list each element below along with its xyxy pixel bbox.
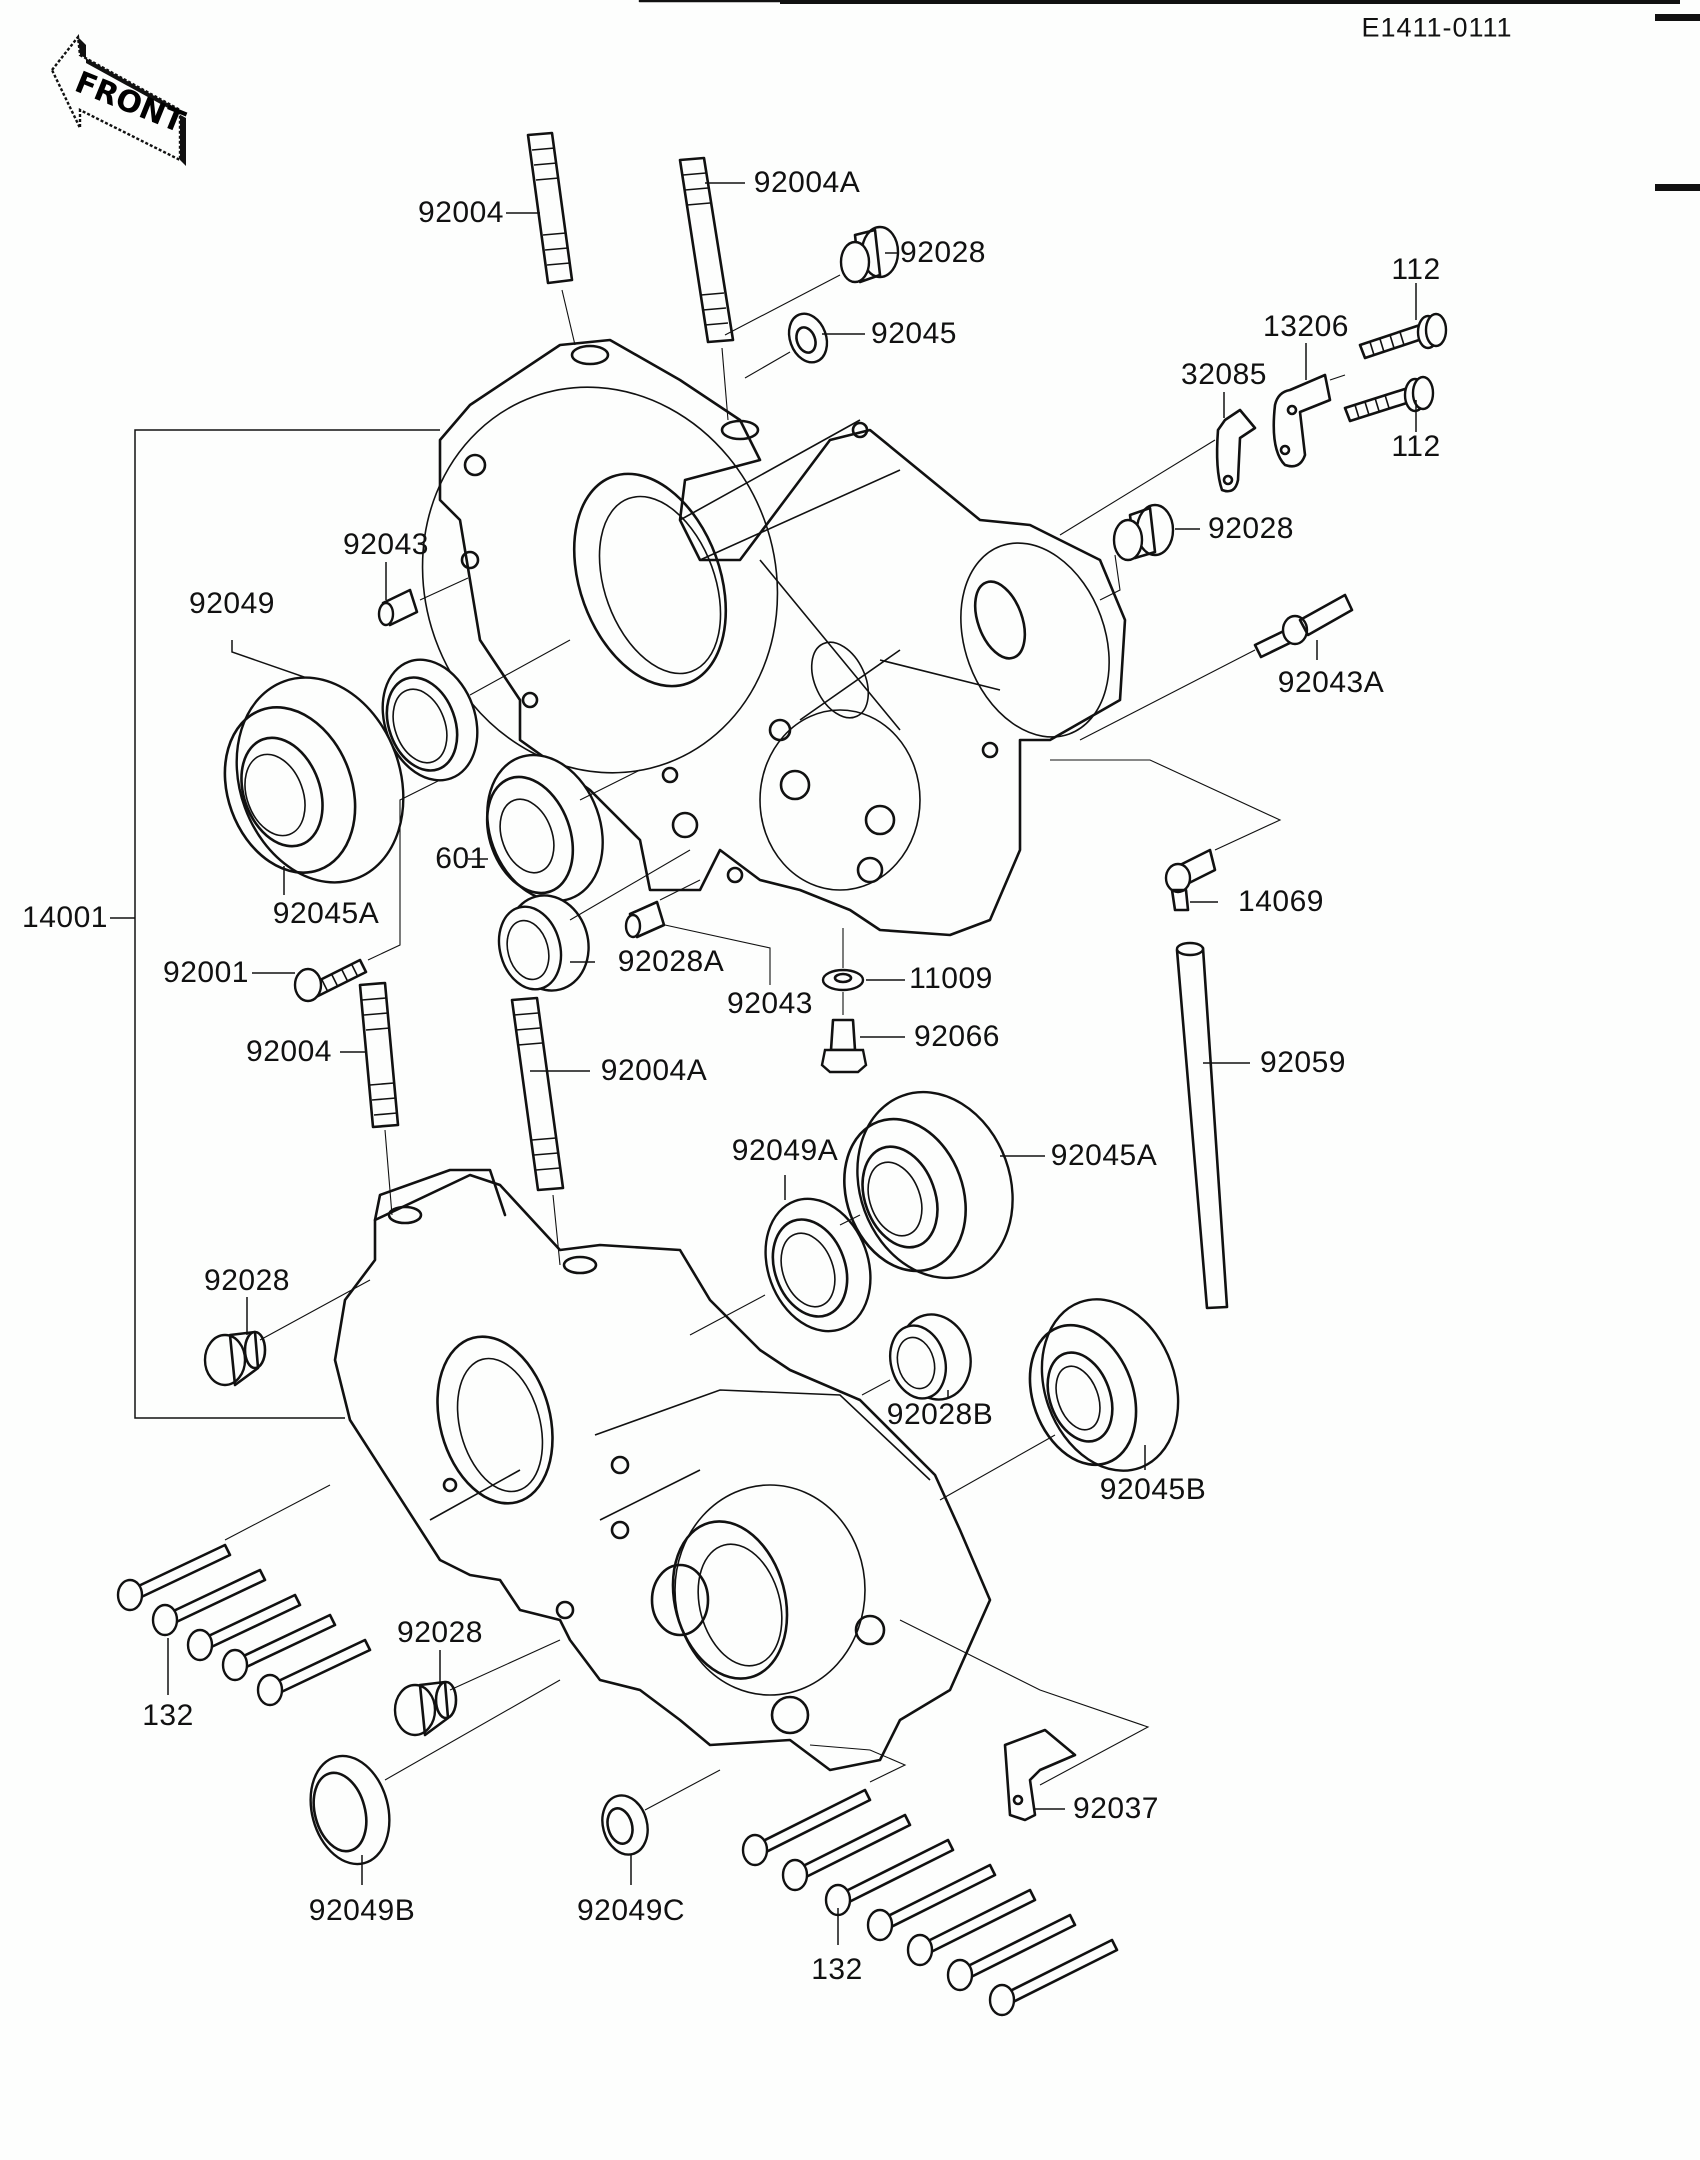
fitting-92043a <box>1079 593 1354 741</box>
callout-92049c[interactable]: 92049C <box>576 1894 686 1927</box>
drain-plug-92066 <box>820 992 905 1074</box>
callout-92043a[interactable]: 92043A <box>1277 666 1385 699</box>
bolt-92001 <box>252 779 441 1003</box>
callout-92049[interactable]: 92049 <box>189 587 275 620</box>
callout-92028-upper[interactable]: 92028 <box>900 236 986 269</box>
callout-13206[interactable]: 13206 <box>1263 310 1349 343</box>
stud-92004-upper <box>526 131 576 346</box>
callout-92028-bottom[interactable]: 92028 <box>397 1616 483 1649</box>
bearing-92045a-left <box>223 676 405 895</box>
plug-92028-right <box>1099 503 1175 601</box>
callout-14001[interactable]: 14001 <box>22 901 108 934</box>
callout-92037[interactable]: 92037 <box>1073 1792 1159 1825</box>
callout-11009[interactable]: 11009 <box>909 962 993 995</box>
bolts-112 <box>1329 312 1448 423</box>
clamp-32085 <box>1059 408 1257 536</box>
callout-92045a-right[interactable]: 92045A <box>1050 1139 1158 1172</box>
callout-92066[interactable]: 92066 <box>914 1020 1000 1053</box>
upper-crankcase-half <box>421 338 1127 937</box>
lower-crankcase-half <box>333 1168 992 1772</box>
stud-92004-lower <box>358 981 400 1216</box>
callout-92045a-left[interactable]: 92045A <box>272 897 380 930</box>
callout-132-bottom[interactable]: 132 <box>811 1953 863 1986</box>
callout-112-lower[interactable]: 112 <box>1391 430 1441 463</box>
callout-92049b[interactable]: 92049B <box>308 1894 416 1927</box>
dowel-92043-mid <box>624 879 771 985</box>
bearing-601 <box>468 753 641 903</box>
callout-92045[interactable]: 92045 <box>871 317 957 350</box>
plug-92028-upper <box>724 225 900 336</box>
callout-92028b[interactable]: 92028B <box>886 1398 994 1431</box>
seal-92049 <box>231 639 571 782</box>
collar-92028b <box>861 1313 972 1401</box>
front-arrow-icon <box>50 33 186 166</box>
stud-92004a-lower <box>510 996 565 1266</box>
leader-lines <box>246 182 1417 1685</box>
callout-112-upper[interactable]: 112 <box>1391 253 1441 286</box>
callout-92049a[interactable]: 92049A <box>731 1134 839 1167</box>
callout-92059[interactable]: 92059 <box>1260 1046 1346 1079</box>
stud-92004a-upper <box>678 156 735 421</box>
bolts-132-bottom <box>741 1744 1119 2017</box>
clamp-92037 <box>899 1619 1150 1822</box>
plug-92028-bottom <box>393 1639 561 1737</box>
elbow-14069 <box>1050 759 1282 912</box>
callout-92004a-lower[interactable]: 92004A <box>600 1054 708 1087</box>
callout-132-left[interactable]: 132 <box>142 1699 194 1732</box>
front-marker-text: FRONT <box>70 65 190 141</box>
gasket-11009 <box>821 928 905 992</box>
callout-32085[interactable]: 32085 <box>1181 358 1267 391</box>
bolts-132-left <box>116 1484 372 1707</box>
callout-601[interactable]: 601 <box>435 842 487 875</box>
seal-92049b <box>309 1679 561 1885</box>
seal-92049a <box>689 1175 872 1336</box>
tube-92059 <box>1175 941 1250 1310</box>
front-marker: FRONT <box>55 38 195 173</box>
dowel-92043-upper <box>377 577 469 627</box>
callout-92043-mid[interactable]: 92043 <box>727 987 813 1020</box>
callout-92043-upper[interactable]: 92043 <box>343 528 429 561</box>
callout-92028-right[interactable]: 92028 <box>1208 512 1294 545</box>
bearing-92045 <box>744 312 829 379</box>
callout-92001[interactable]: 92001 <box>163 956 249 989</box>
callout-92028a[interactable]: 92028A <box>617 945 725 978</box>
assembly-bracket <box>110 429 440 1419</box>
callout-92028-lower-left[interactable]: 92028 <box>204 1264 290 1297</box>
bearing-92045b <box>939 1298 1180 1501</box>
callout-14069[interactable]: 14069 <box>1238 885 1324 918</box>
collar-92028a <box>497 849 691 992</box>
callout-92004-upper[interactable]: 92004 <box>418 196 504 229</box>
callout-92045b[interactable]: 92045B <box>1099 1473 1207 1506</box>
seal-92049c <box>601 1769 721 1885</box>
top-border <box>638 0 1700 191</box>
bracket-13206 <box>1272 373 1332 468</box>
bearing-92045a-right <box>839 1090 1045 1280</box>
callout-92004-lower[interactable]: 92004 <box>246 1035 332 1068</box>
document-code: E1411-0111 <box>1361 12 1513 43</box>
callout-92004a-upper[interactable]: 92004A <box>753 166 861 199</box>
